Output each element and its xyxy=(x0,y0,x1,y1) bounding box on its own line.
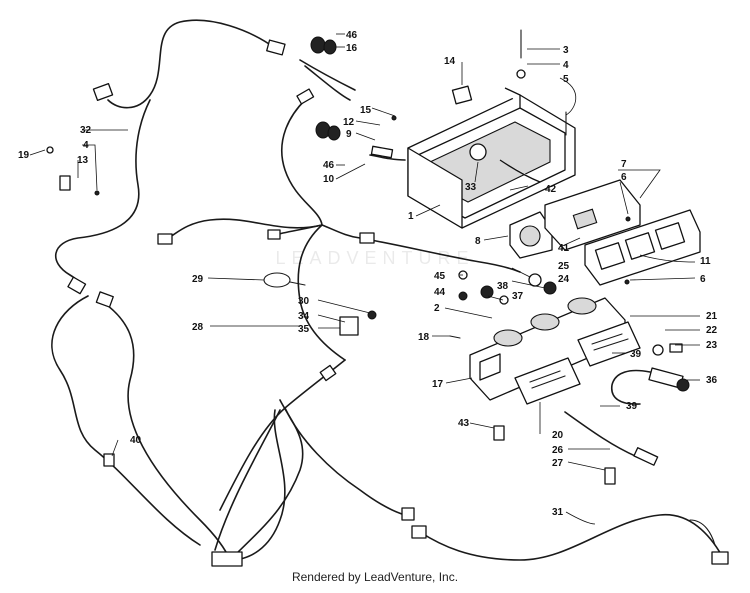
callout-12: 12 xyxy=(343,117,355,128)
key-switch-36 xyxy=(611,367,690,405)
callout-14: 14 xyxy=(444,56,456,67)
callout-39: 39 xyxy=(626,401,638,412)
callout-30: 30 xyxy=(298,296,310,307)
gauge-8 xyxy=(509,211,553,259)
hardware-group xyxy=(46,115,683,485)
console-housing xyxy=(407,85,576,229)
cable-26 xyxy=(564,411,659,466)
callout-38: 38 xyxy=(497,281,509,292)
callout-18: 18 xyxy=(418,332,430,343)
callout-labels: 46 16 14 3 4 5 32 4 19 13 15 12 9 46 10 … xyxy=(18,30,718,518)
watermark: LEADVENTURE xyxy=(275,248,475,268)
callout-21: 21 xyxy=(706,311,718,322)
callout-3: 3 xyxy=(563,45,569,56)
callout-6: 6 xyxy=(700,274,706,285)
callout-28: 28 xyxy=(192,322,204,333)
callout-6: 6 xyxy=(621,172,627,183)
callout-41: 41 xyxy=(558,243,570,254)
plug-group-16 xyxy=(299,36,406,161)
callout-20: 20 xyxy=(552,430,564,441)
callout-5: 5 xyxy=(563,74,569,85)
callout-43: 43 xyxy=(458,418,470,429)
callout-13: 13 xyxy=(77,155,89,166)
callout-17: 17 xyxy=(432,379,444,390)
callout-24: 24 xyxy=(558,274,570,285)
callout-29: 29 xyxy=(192,274,204,285)
callout-25: 25 xyxy=(558,261,570,272)
decal-21 xyxy=(577,321,641,367)
callout-10: 10 xyxy=(323,174,335,185)
callout-44: 44 xyxy=(434,287,446,298)
callout-4: 4 xyxy=(83,140,89,151)
callout-31: 31 xyxy=(552,507,564,518)
callout-40: 40 xyxy=(130,435,142,446)
callout-32: 32 xyxy=(80,125,92,136)
footer-credit: Rendered by LeadVenture, Inc. xyxy=(291,570,459,584)
callout-8: 8 xyxy=(475,236,481,247)
callout-35: 35 xyxy=(298,324,310,335)
callout-39: 39 xyxy=(630,349,642,360)
callout-34: 34 xyxy=(298,311,310,322)
callout-27: 27 xyxy=(552,458,564,469)
callout-2: 2 xyxy=(434,303,440,314)
callout-19: 19 xyxy=(18,150,30,161)
callout-15: 15 xyxy=(360,105,372,116)
callout-36: 36 xyxy=(706,375,718,386)
callout-9: 9 xyxy=(346,129,352,140)
callout-33: 33 xyxy=(465,182,477,193)
callout-22: 22 xyxy=(706,325,718,336)
callout-11: 11 xyxy=(700,256,711,267)
callout-4: 4 xyxy=(563,60,569,71)
face-plate-11 xyxy=(584,209,701,286)
bolt-group-3-5 xyxy=(516,29,567,136)
callout-16: 16 xyxy=(346,43,358,54)
callout-37: 37 xyxy=(512,291,524,302)
decal-20 xyxy=(514,357,581,405)
leader-lines xyxy=(29,33,700,525)
callout-42: 42 xyxy=(545,184,557,195)
callout-7: 7 xyxy=(621,159,627,170)
callout-26: 26 xyxy=(552,445,564,456)
callout-23: 23 xyxy=(706,340,718,351)
main-wiring-harness xyxy=(51,19,729,567)
callout-45: 45 xyxy=(434,271,446,282)
face-plate-7 xyxy=(544,179,641,251)
callout-46: 46 xyxy=(346,30,358,41)
callout-46: 46 xyxy=(323,160,335,171)
callout-1: 1 xyxy=(408,211,414,222)
